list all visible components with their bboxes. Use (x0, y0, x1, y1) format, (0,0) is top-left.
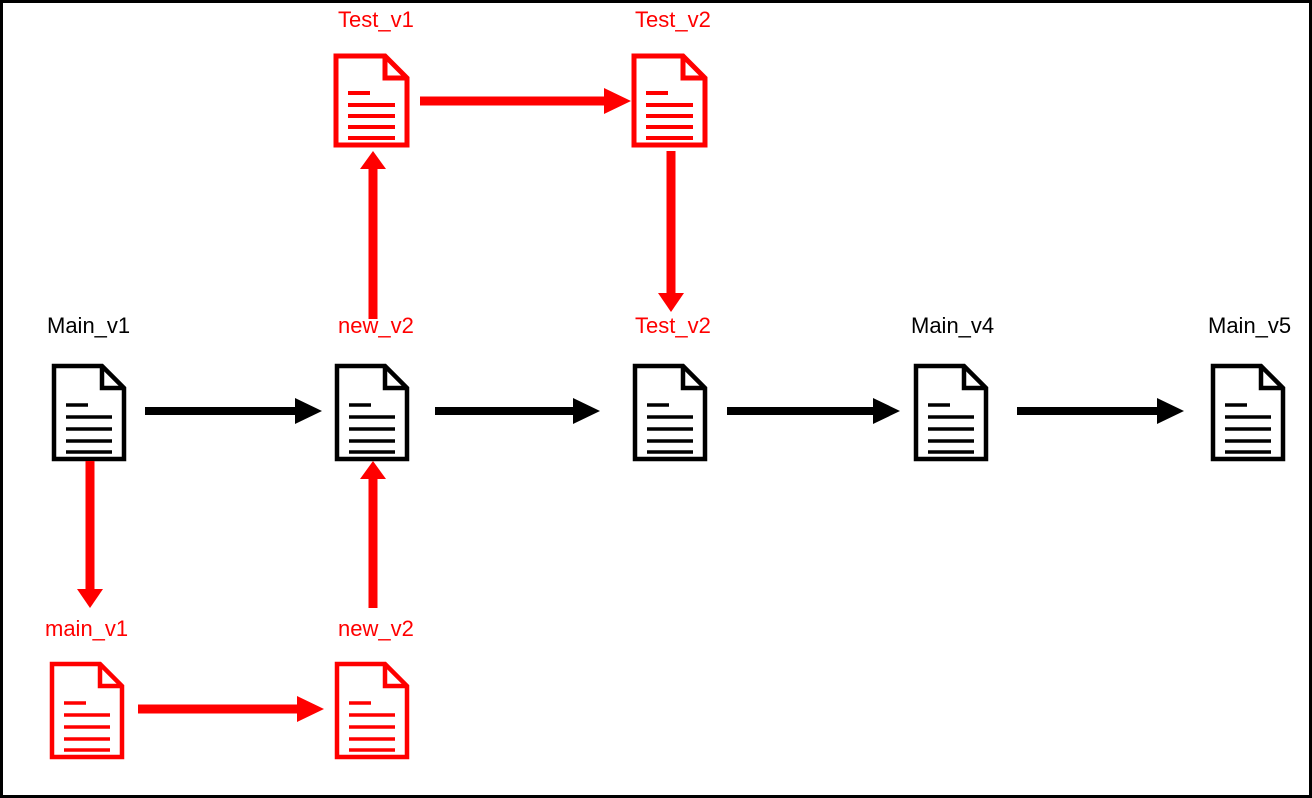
arrow-test-v1-to-test-v2 (420, 88, 631, 114)
node-label-new-v2-mid: new_v2 (338, 313, 414, 338)
arrow-main-v4-to-main-v5 (1017, 398, 1184, 424)
arrow-new-v2-to-test-v2 (435, 398, 600, 424)
node-label-new-v2-bottom: new_v2 (338, 616, 414, 641)
arrow-new-v2-bottom-to-new-v2-mid (360, 461, 386, 608)
document-icon-new-v2-mid[interactable] (334, 363, 412, 463)
document-icon-main-v5-mid[interactable] (1210, 363, 1288, 463)
node-label-main-v1-mid: Main_v1 (47, 313, 131, 338)
arrow-test-v2-top-to-test-v2-mid (658, 151, 684, 312)
node-label-main-v1-bottom: main_v1 (45, 616, 129, 641)
arrow-new-v2-to-test-v1 (360, 151, 386, 319)
arrow-main-v1-to-main-v1-bottom (77, 461, 103, 608)
node-label-test-v2-mid: Test_v2 (635, 313, 711, 338)
document-icon-main-v1-mid[interactable] (51, 363, 129, 463)
node-label-main-v5-mid: Main_v5 (1208, 313, 1292, 338)
document-icon-test-v2-top[interactable] (631, 53, 711, 149)
node-label-main-v4-mid: Main_v4 (911, 313, 995, 338)
node-label-test-v2-top: Test_v2 (635, 7, 711, 32)
document-icon-test-v2-mid[interactable] (632, 363, 710, 463)
document-icon-main-v1-bottom[interactable] (49, 661, 127, 761)
arrow-main-v1-bottom-to-new-v2-bottom (138, 696, 324, 722)
node-label-test-v1-top: Test_v1 (338, 7, 414, 32)
document-icon-main-v4-mid[interactable] (913, 363, 991, 463)
arrow-test-v2-to-main-v4 (727, 398, 900, 424)
document-icon-new-v2-bottom[interactable] (334, 661, 412, 761)
document-icon-test-v1-top[interactable] (333, 53, 413, 149)
arrow-main-v1-to-new-v2 (145, 398, 322, 424)
